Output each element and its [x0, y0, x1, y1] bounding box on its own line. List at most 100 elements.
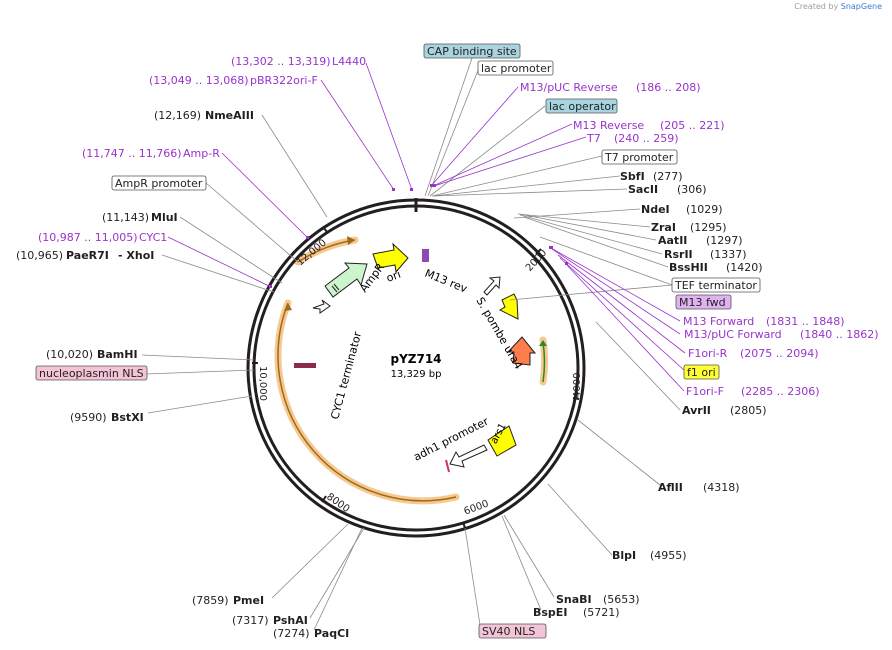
tick-2000: [535, 248, 542, 255]
bspei-label: BspEI: [533, 606, 567, 619]
nucleoplasmin-nls-box: [35, 365, 148, 381]
sbfi-label: SbfI: [620, 170, 645, 183]
enzyme-labels-left: (7274) PaqCI (7317) PshAI (7859) PmeI (9…: [16, 109, 349, 640]
cyc1-primer-pos: (10,987 .. 11,005): [38, 231, 138, 244]
lac-promoter-label: lac promoter: [481, 62, 552, 75]
m13-reverse-pos: (205 .. 221): [660, 119, 725, 132]
f1ori-r-pos: (2075 .. 2094): [740, 347, 819, 360]
blpi-label: BlpI: [612, 549, 636, 562]
tef-terminator-arrow: [483, 276, 501, 296]
orf-arc-main: [274, 299, 460, 505]
sbfi-pos: (277): [653, 170, 683, 183]
bsshii-pos: (1420): [726, 261, 763, 274]
sv40-nls-box: [478, 623, 547, 639]
leader-lines-grey: [141, 57, 681, 631]
t7-primer-label: T7: [586, 132, 601, 145]
snabi-pos: (5653): [603, 593, 640, 606]
tick-label-4000: 4000: [572, 373, 583, 398]
ars1-feature-box: [487, 425, 517, 457]
ndei-label: NdeI: [641, 203, 670, 216]
f1-ori-label: f1 ori: [687, 366, 716, 379]
sacii-pos: (306): [677, 183, 707, 196]
lac-operator-box: [545, 98, 618, 114]
zrai-pos: (1295): [690, 221, 727, 234]
m13-puc-forward-pos: (1840 .. 1862): [800, 328, 879, 341]
cyc1-feature-label: CYC1 terminator: [328, 330, 364, 421]
plasmid-size: 13,329 bp: [391, 369, 442, 380]
paer7i-label: PaeR7I: [66, 249, 109, 262]
ampr-promoter-box: [111, 175, 207, 191]
pshai-label: PshAI: [273, 614, 308, 627]
f1-ori-arrow: [498, 293, 519, 320]
plasmid-name: pYZ714: [390, 352, 441, 366]
pmei-pos: (7859): [192, 594, 229, 607]
cap-binding-site-box: [423, 43, 521, 59]
aflii-pos: (4318): [703, 481, 740, 494]
orf-core-main: [277, 302, 457, 502]
bamhi-label: BamHI: [97, 348, 138, 361]
avrii-pos: (2805): [730, 404, 767, 417]
f1ori-r-label: F1ori-R: [688, 347, 728, 360]
orf-core-ura4: [542, 341, 546, 383]
aatii-label: AatII: [658, 234, 687, 247]
tef-terminator-label: TEF terminator: [674, 279, 757, 292]
ampr-hatch: [331, 283, 340, 293]
bstxi-pos: (9590): [70, 411, 107, 424]
zrai-label: ZraI: [651, 221, 676, 234]
xhoi-name: XhoI: [126, 249, 154, 262]
bsshii-label: BssHII: [669, 261, 708, 274]
pbr322-primer-label: pBR322ori-F: [250, 74, 318, 87]
bamhi-pos: (10,020): [46, 348, 93, 361]
tick-8000: [321, 495, 327, 503]
tick-label-10000: 10,000: [257, 366, 268, 401]
primer-labels-left: (10,987 .. 11,005) CYC1 (11,747 .. 11,76…: [38, 55, 366, 244]
mlui-pos: (11,143): [102, 211, 149, 224]
adh1-feature-label: adh1 promoter: [411, 415, 491, 464]
ampr-primer-pos: (11,747 .. 11,766): [82, 147, 182, 160]
rsrii-pos: (1337): [710, 248, 747, 261]
pmei-label: PmeI: [233, 594, 264, 607]
m13-puc-forward-label: M13/pUC Forward: [684, 328, 782, 341]
nmeaiii-pos: (12,169): [154, 109, 201, 122]
m13-forward-pos: (1831 .. 1848): [766, 315, 845, 328]
sv40-nls-label: SV40 NLS: [482, 625, 535, 638]
cyc1-primer-label: CYC1: [139, 231, 167, 244]
ura4-feature-arrow: [506, 336, 537, 366]
t7-primer-pos: (240 .. 259): [614, 132, 679, 145]
m13-puc-reverse-pos: (186 .. 208): [636, 81, 701, 94]
lac-operator-label: lac operator: [549, 100, 616, 113]
bspei-pos: (5721): [583, 606, 620, 619]
ampr-primer-label: Amp-R: [183, 147, 220, 160]
tick-12000: [322, 226, 328, 233]
nls-feature-marker: [294, 363, 316, 368]
f1ori-f-pos: (2285 .. 2306): [741, 385, 820, 398]
pbr322-primer-pos: (13,049 .. 13,068): [149, 74, 249, 87]
snapgene-logo: SnapGene: [840, 2, 882, 11]
m13-puc-reverse-label: M13/pUC Reverse: [520, 81, 618, 94]
sacii-label: SacII: [628, 183, 658, 196]
ori-feature-label: ori: [385, 268, 403, 285]
primer-site-markers: [269, 184, 568, 288]
paqci-pos: (7274): [273, 627, 310, 640]
adh1-promoter-arrow: [449, 444, 488, 468]
m13-reverse-label: M13 Reverse: [573, 119, 644, 132]
paqci-label: PaqCI: [314, 627, 349, 640]
adh1-start-marker: [445, 459, 450, 473]
credit-prefix: Created by: [794, 2, 839, 11]
tick-4000: [572, 397, 580, 400]
aflii-label: AflII: [658, 481, 683, 494]
paer7i-pos: (10,965): [16, 249, 63, 262]
tick-6000: [462, 521, 466, 529]
ampr-promoter-arrow: [312, 299, 331, 314]
f1-ori-box: [683, 364, 720, 380]
ampr-promoter-label: AmpR promoter: [115, 177, 203, 190]
m13-forward-label: M13 Forward: [683, 315, 754, 328]
rsrii-label: RsrII: [664, 248, 693, 261]
enzyme-labels-right: SbfI (277) SacII (306) NdeI (1029) ZraI …: [533, 170, 767, 619]
mlui-label: MluI: [151, 211, 178, 224]
t7-promoter-label: T7 promoter: [604, 151, 674, 164]
l4440-primer-label: L4440: [332, 55, 366, 68]
aatii-pos: (1297): [706, 234, 743, 247]
orf-arrowhead-main: [284, 303, 292, 311]
snapgene-credit: Created by SnapGene: [794, 2, 882, 11]
